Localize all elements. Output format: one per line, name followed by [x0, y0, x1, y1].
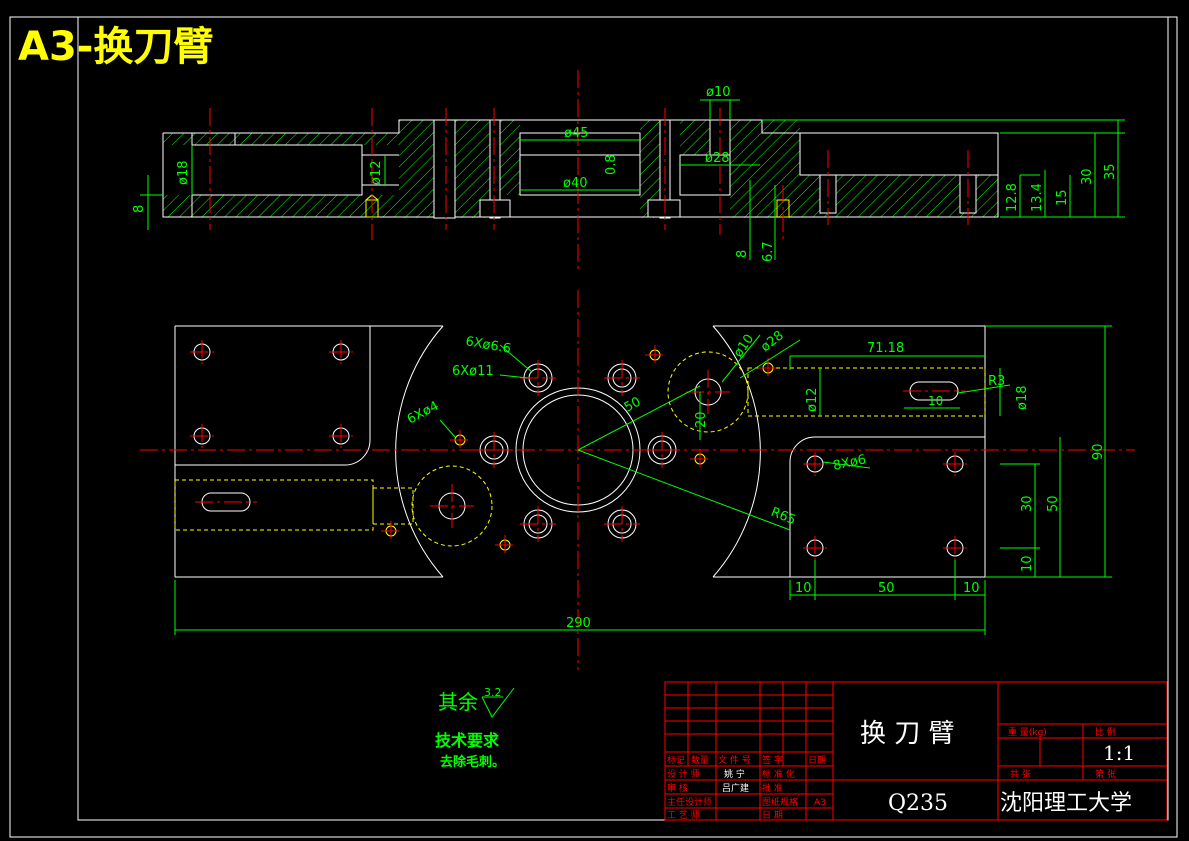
dim-h8-left: 8: [132, 205, 147, 213]
dim-h35: 35: [1103, 163, 1118, 180]
row-reviewer-role2: 批 准: [762, 782, 783, 794]
sheet-title: A3-换刀臂: [18, 24, 213, 70]
dim-w10: 10: [928, 394, 943, 408]
dim-holes-4: 6Xø4: [405, 399, 442, 428]
plan-view: 6Xø6.6 6Xø11 6Xø4 ø10 ø28 71.18 ø12 ø18 …: [140, 290, 1135, 670]
inner-frame: [77, 16, 1169, 821]
sheet-number: 第 张: [1095, 768, 1116, 780]
dim-h30: 30: [1020, 495, 1035, 512]
row-designer-role: 设 计 师: [667, 768, 700, 780]
dim-d12: ø12: [369, 161, 384, 186]
rev-header-sign: 签 字: [762, 754, 783, 766]
rev-header-qty: 数量: [691, 754, 709, 766]
dim-b50: 50: [878, 581, 895, 596]
row-reviewer-role: 审 核: [667, 782, 688, 794]
dim-h15: 15: [1055, 189, 1070, 206]
row-chief-role2: 图纸规格: [762, 796, 798, 808]
row-craft-role: 工 艺 师: [667, 809, 700, 821]
dim-r65: R65: [769, 505, 798, 528]
row-craft-role2: 日 期: [762, 810, 783, 821]
row-chief-role: 主任设计师: [667, 796, 712, 808]
dim-holes-6: 8Xø6: [832, 452, 868, 474]
rev-header-doc: 文 件 号: [718, 754, 751, 766]
dim-b10a: 10: [795, 581, 812, 596]
dim-h8-bottom: 8: [735, 250, 750, 258]
roughness-symbol-icon: [481, 687, 515, 718]
row-chief-value2: A3: [814, 798, 826, 808]
dim-d20: 20: [694, 411, 709, 428]
tech-item: 去除毛刺。: [440, 754, 505, 770]
dim-b10b: 10: [963, 581, 980, 596]
dim-d10: ø10: [706, 85, 731, 100]
dim-holes-11: 6Xø11: [452, 364, 494, 379]
dim-holes-6-6: 6Xø6.6: [464, 334, 512, 357]
notes: 其余 3.2 技术要求 去除毛刺。: [435, 686, 515, 770]
dim-h67: 6.7: [761, 241, 776, 262]
roughness-value: 3.2: [484, 686, 502, 699]
tech-title: 技术要求: [435, 731, 500, 750]
row-designer-name: 姚 宁: [724, 768, 745, 780]
dim-d18: ø18: [176, 161, 191, 186]
part-name: 换 刀 臂: [860, 719, 955, 749]
dim-r08: 0.8: [604, 154, 619, 175]
dim-h10: 10: [1020, 555, 1035, 572]
dim-d28: ø28: [705, 151, 730, 166]
dim-d12: ø12: [805, 388, 820, 413]
scale-label: 比 例: [1095, 726, 1116, 738]
dim-r50: 50: [622, 395, 644, 416]
title-block: 标记 数量 文 件 号 签 字 日期 设 计 师 姚 宁 标 准 化 审 核 吕…: [664, 681, 1168, 821]
row-designer-role2: 标 准 化: [762, 768, 795, 780]
dim-d40: ø40: [563, 176, 588, 191]
dim-h128: 12.8: [1005, 183, 1020, 212]
rev-header-mark: 标记: [667, 754, 685, 766]
dim-r3: R3: [988, 374, 1005, 389]
weight-label: 重 量(kg): [1008, 726, 1047, 738]
dim-len-71-18: 71.18: [867, 341, 904, 356]
dim-total-290: 290: [566, 616, 591, 631]
row-reviewer-name: 吕广建: [722, 782, 749, 794]
roughness-prefix: 其余: [438, 690, 478, 714]
scale-value: 1:1: [1103, 741, 1135, 765]
school-name: 沈阳理工大学: [1000, 791, 1132, 816]
dim-h90: 90: [1091, 443, 1106, 460]
section-view: ø10 ø45 ø28 ø40 ø18 ø12 0.8 8 8 6.7 12.8…: [132, 70, 1125, 270]
dim-h50: 50: [1046, 495, 1061, 512]
dim-d18: ø18: [1015, 386, 1030, 411]
dim-h134: 13.4: [1030, 183, 1045, 212]
rev-header-date: 日期: [808, 755, 826, 766]
dim-d45: ø45: [564, 126, 589, 141]
sheets-total: 共 张: [1010, 769, 1031, 780]
material: Q235: [888, 791, 948, 816]
dim-h30: 30: [1080, 168, 1095, 185]
